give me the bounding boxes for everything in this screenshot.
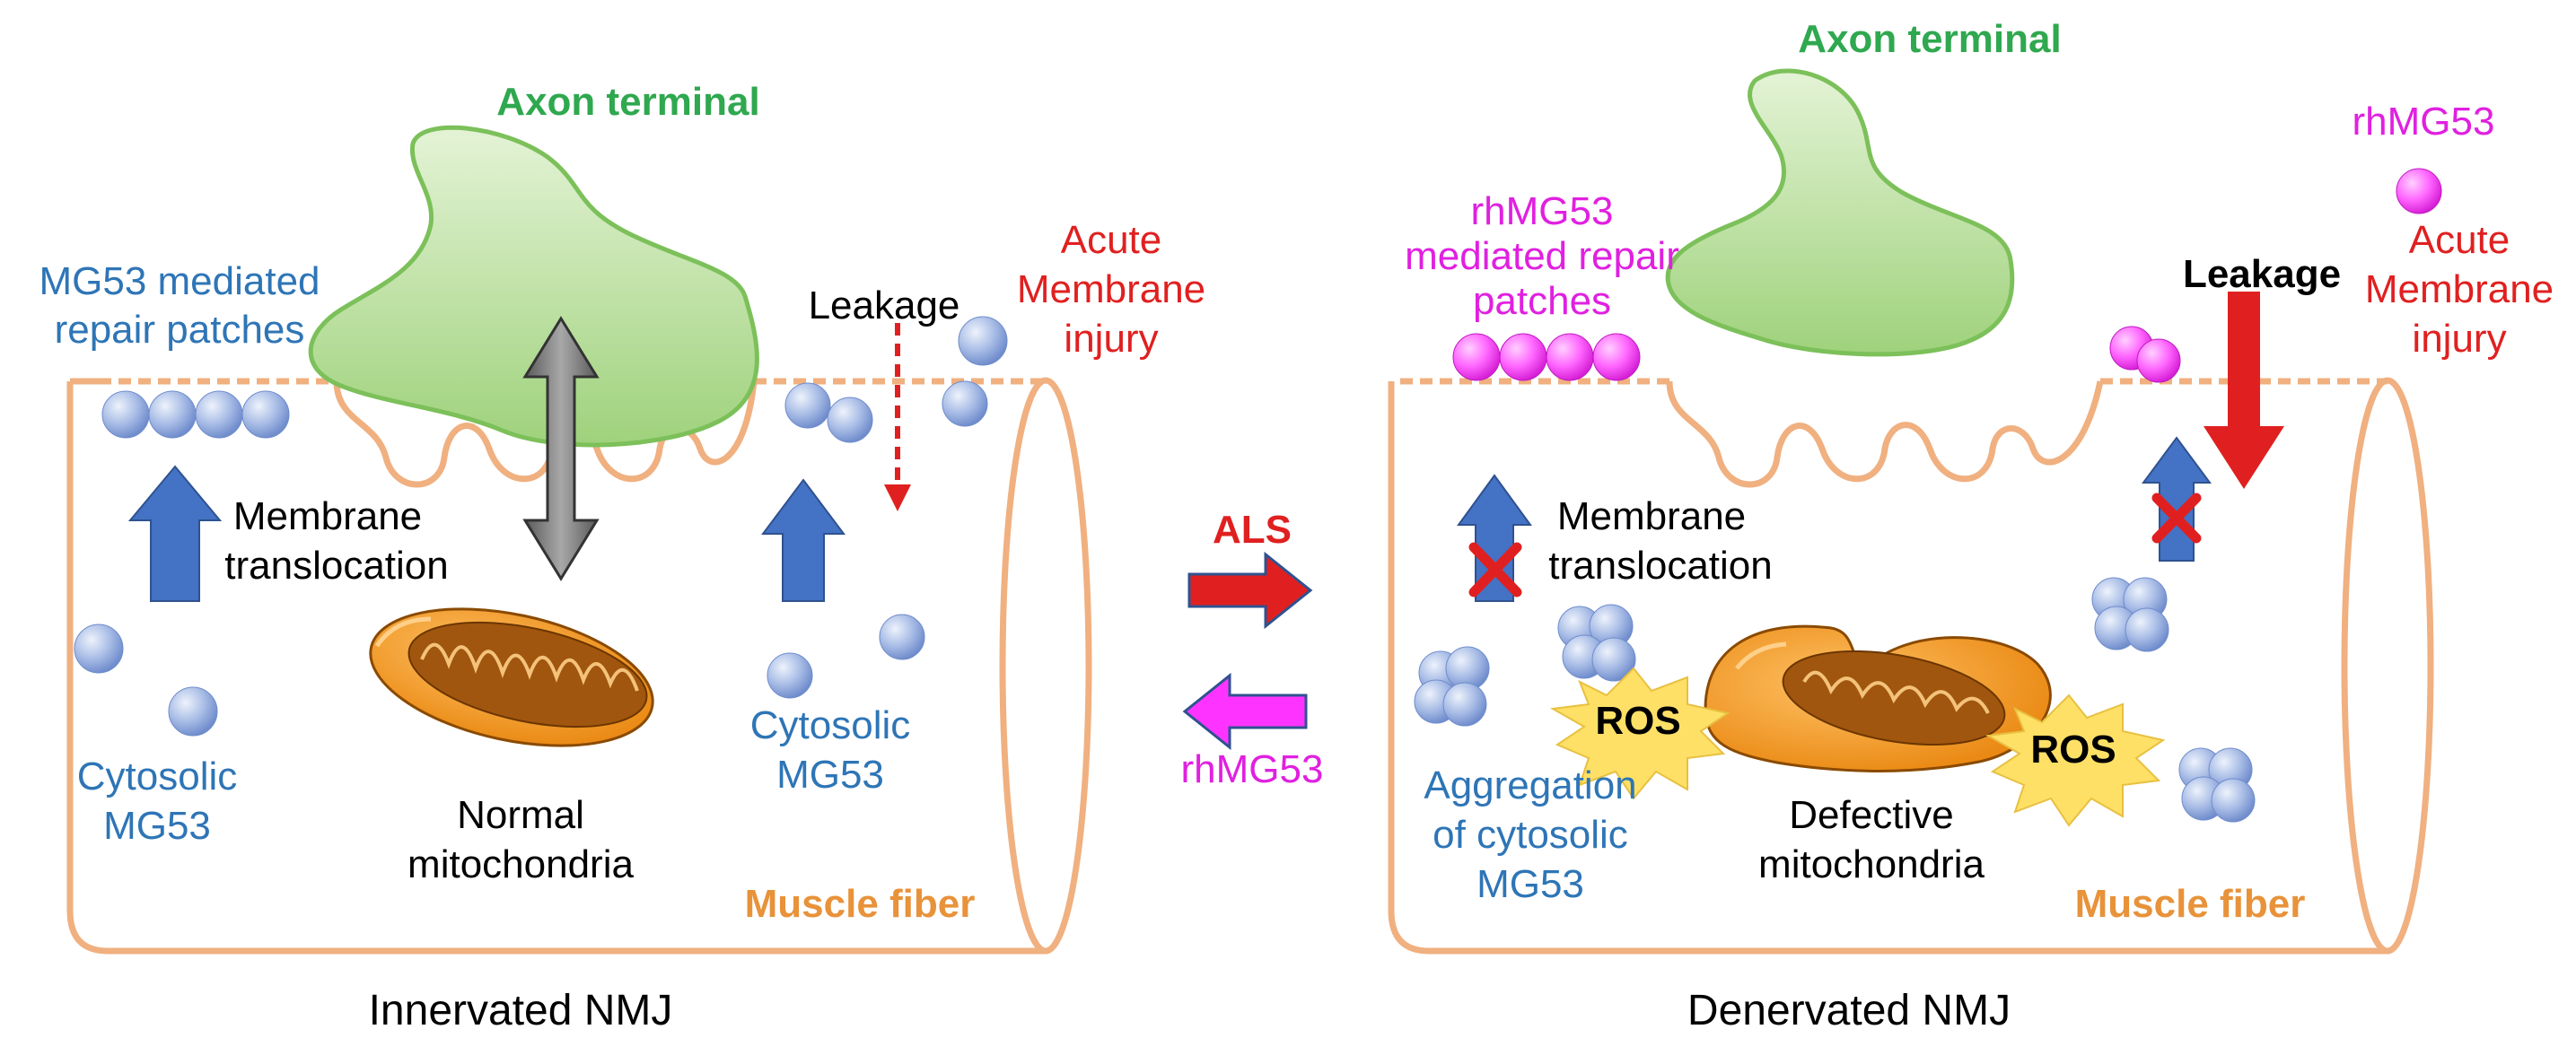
left-cytosolic-label-line2: MG53 [103, 804, 211, 848]
right-translocation-blocked-x-icon-2 [2151, 493, 2202, 544]
right-leakage-label: Leakage [2183, 252, 2341, 296]
right-mitochondria-label-line2: mitochondria [1758, 842, 1985, 886]
right-caption: Denervated NMJ [1687, 987, 2011, 1034]
left-translocation-label-line1: Membrane [233, 494, 422, 538]
left-panel: Axon terminal MG53 mediated repair patch… [39, 80, 1205, 1034]
left-repair-patch-spheres [101, 390, 290, 439]
right-rhmg53-patch-spheres [1452, 333, 1641, 381]
right-axon-terminal [1665, 68, 2015, 357]
right-aggregation-label-line1: Aggregation [1424, 763, 1636, 807]
right-translocation-blocked-x-icon [1468, 542, 1522, 598]
right-rhmg53-top-label: rhMG53 [2353, 100, 2495, 144]
left-axon-terminal-label: Axon terminal [496, 80, 759, 124]
left-muscle-fiber-label: Muscle fiber [745, 882, 976, 926]
right-translocation-arrow [1457, 474, 1532, 602]
left-injury-label-line1: Acute [1061, 218, 1162, 262]
right-rhmg53-leakage-spheres [2109, 168, 2442, 383]
left-leakage-arrow [884, 323, 911, 511]
left-injury-label-line3: injury [1064, 317, 1158, 361]
left-repair-label-line2: repair patches [55, 308, 305, 352]
left-injury-label-line2: Membrane [1017, 267, 1205, 311]
middle-transition: ALS rhMG53 [1181, 508, 1324, 791]
right-translocation-label-line2: translocation [1548, 544, 1772, 588]
right-translocation-label-line1: Membrane [1557, 494, 1746, 538]
right-aggregated-mg53-clusters [1414, 577, 2256, 823]
left-cytosolic-spheres [74, 614, 925, 737]
right-injury-label-line3: injury [2412, 317, 2506, 361]
right-ros-burst-1 [1549, 667, 1730, 800]
right-mitochondria-label-line1: Defective [1789, 793, 1953, 837]
left-cytosolic-right-label-line1: Cytosolic [750, 703, 911, 747]
right-muscle-fiber [1388, 377, 2434, 955]
left-leakage-label: Leakage [809, 283, 960, 327]
right-repair-label-line3: patches [1473, 279, 1611, 323]
right-aggregation-label-line3: MG53 [1476, 862, 1584, 906]
right-repair-label-line1: rhMG53 [1471, 189, 1614, 233]
left-translocation-arrow [127, 465, 223, 602]
left-muscle-fiber [66, 377, 1092, 955]
left-axon-terminal [308, 125, 759, 448]
left-grey-double-arrow [522, 316, 600, 581]
right-injury-label-line1: Acute [2409, 218, 2510, 262]
right-injury-label-line2: Membrane [2365, 267, 2554, 311]
right-ros-label-2: ROS [2030, 728, 2116, 772]
left-translocation-label-line2: translocation [224, 544, 448, 588]
right-repair-label-line2: mediated repair [1405, 234, 1679, 278]
right-axon-terminal-label: Axon terminal [1798, 17, 2061, 61]
left-normal-mitochondria-icon [369, 607, 654, 747]
als-label: ALS [1213, 508, 1292, 552]
right-muscle-fiber-label: Muscle fiber [2075, 882, 2306, 926]
rhmg53-label: rhMG53 [1181, 747, 1324, 791]
left-cytosolic-right-label-line2: MG53 [776, 753, 884, 797]
left-repair-label-line1: MG53 mediated [39, 259, 320, 303]
left-mitochondria-label-line2: mitochondria [407, 842, 634, 886]
rhmg53-arrow [1182, 672, 1308, 751]
right-defective-mitochondria-icon [1704, 624, 2052, 772]
left-caption: Innervated NMJ [369, 987, 673, 1034]
left-translocation-arrow-2 [761, 478, 846, 602]
left-cytosolic-label-line1: Cytosolic [77, 755, 238, 798]
als-arrow [1187, 551, 1313, 630]
right-leakage-arrow [2204, 292, 2284, 489]
left-leakage-spheres [784, 316, 1008, 443]
left-mitochondria-label-line1: Normal [457, 793, 584, 837]
right-ros-label-1: ROS [1595, 699, 1680, 743]
right-ros-burst-2 [1985, 693, 2166, 827]
right-panel: Axon terminal rhMG53 rhMG53 mediated rep… [1388, 17, 2554, 1034]
right-aggregation-label-line2: of cytosolic [1433, 813, 1628, 857]
